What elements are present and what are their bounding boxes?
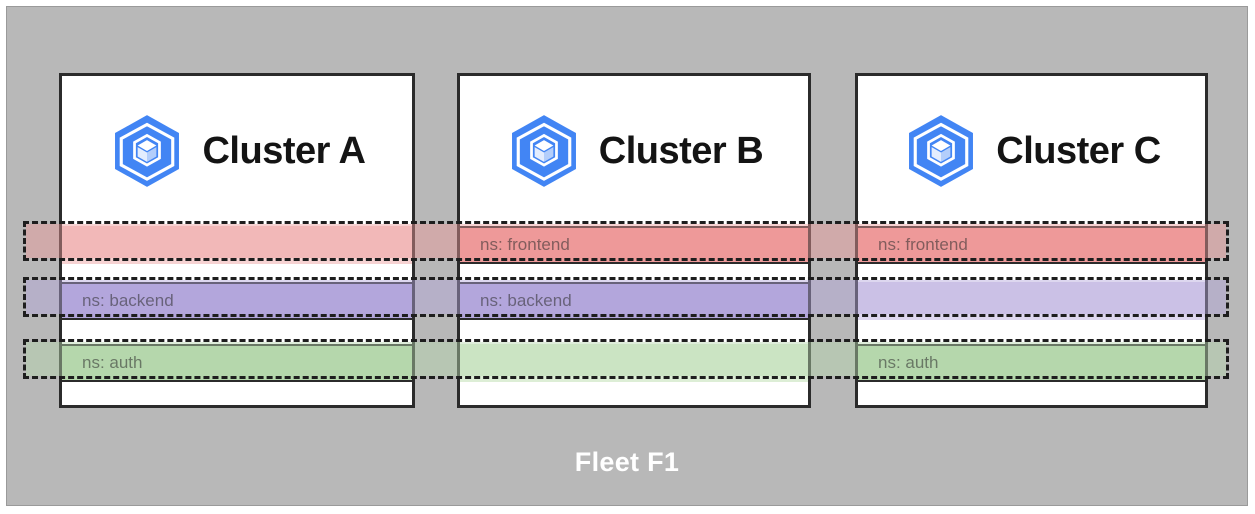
cluster-b-namespace-backend-label: ns: backend: [480, 291, 572, 310]
fleet-container: Cluster A ns: backend ns: auth: [6, 6, 1248, 506]
cluster-a-namespace-backend[interactable]: ns: backend: [62, 282, 412, 320]
cluster-box-b[interactable]: Cluster B ns: frontend ns: backend: [457, 73, 811, 408]
cluster-title-a: Cluster A: [202, 129, 366, 172]
cluster-a-namespace-auth-label: ns: auth: [82, 353, 143, 372]
cluster-c-namespace-backend[interactable]: [858, 282, 1205, 320]
cluster-header-c: Cluster C: [858, 76, 1205, 226]
gke-cluster-icon: [115, 115, 180, 187]
fleet-label: Fleet F1: [574, 447, 680, 477]
cluster-a-namespace-backend-label: ns: backend: [82, 291, 174, 310]
cluster-b-namespace-frontend[interactable]: ns: frontend: [460, 226, 808, 264]
cluster-b-namespace-auth[interactable]: [460, 344, 808, 382]
cluster-title-b: Cluster B: [598, 129, 764, 172]
cluster-a-namespace-frontend[interactable]: [62, 226, 412, 264]
gke-cluster-icon: [909, 115, 974, 187]
cluster-c-namespace-auth-label: ns: auth: [878, 353, 939, 372]
cluster-c-namespace-auth[interactable]: ns: auth: [858, 344, 1205, 382]
cluster-b-namespace-frontend-label: ns: frontend: [480, 235, 570, 254]
cluster-a-namespace-auth[interactable]: ns: auth: [62, 344, 412, 382]
cluster-c-namespace-frontend-label: ns: frontend: [878, 235, 968, 254]
cluster-box-a[interactable]: Cluster A ns: backend ns: auth: [59, 73, 415, 408]
cluster-b-namespace-backend[interactable]: ns: backend: [460, 282, 808, 320]
cluster-title-c: Cluster C: [996, 129, 1161, 172]
cluster-c-namespace-frontend[interactable]: ns: frontend: [858, 226, 1205, 264]
gke-cluster-icon: [511, 115, 576, 187]
cluster-header-a: Cluster A: [62, 76, 412, 226]
cluster-box-c[interactable]: Cluster C ns: frontend ns: auth: [855, 73, 1208, 408]
cluster-header-b: Cluster B: [460, 76, 808, 226]
